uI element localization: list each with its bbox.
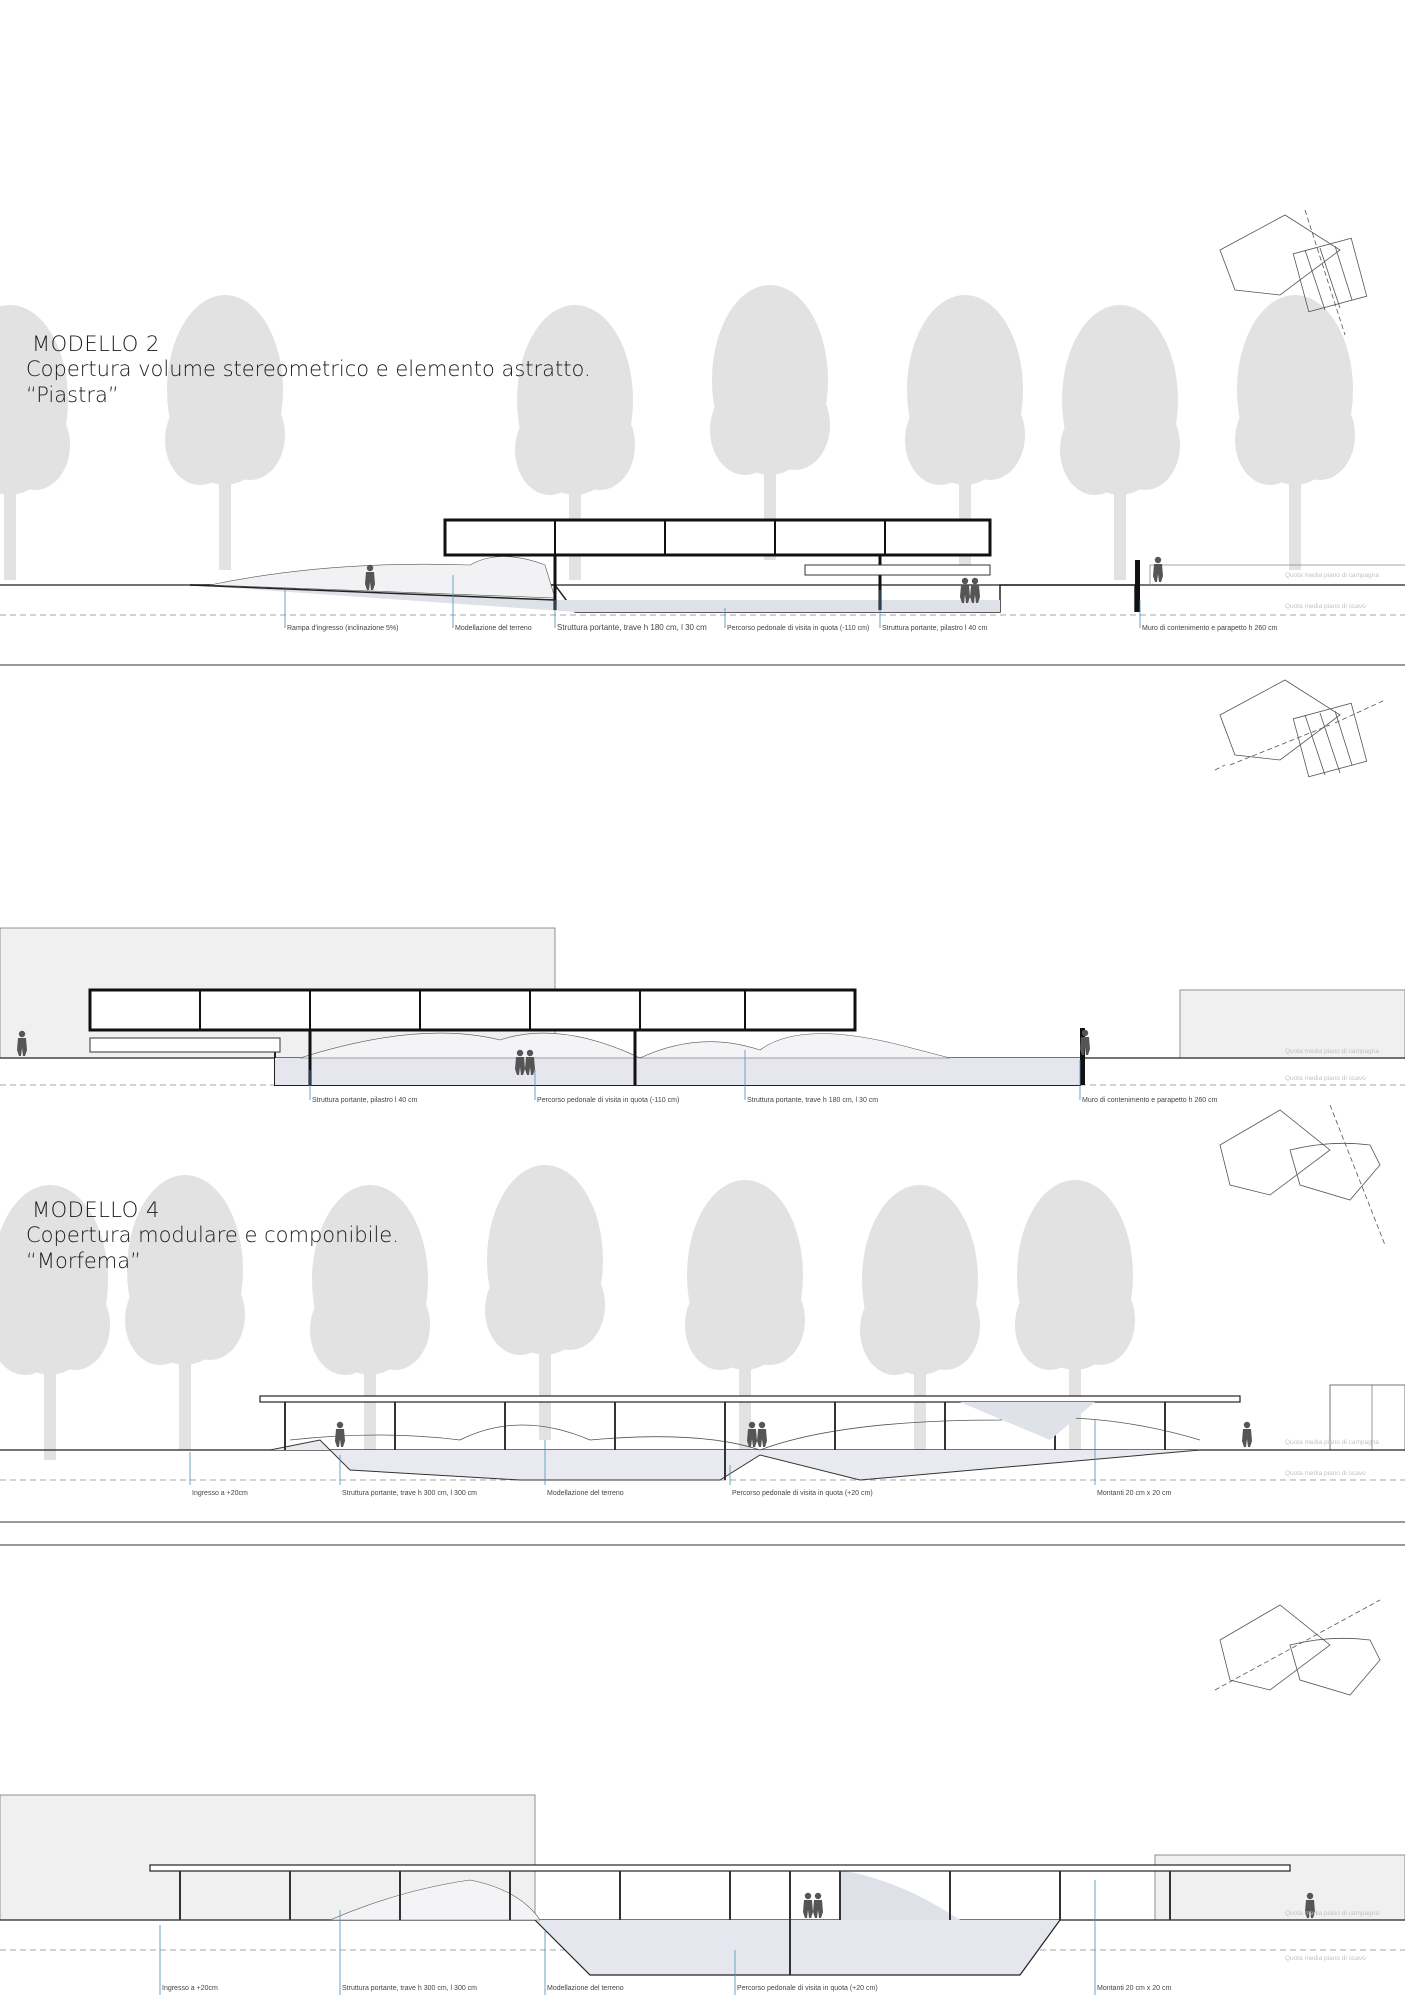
annotation-label: Muro di contenimento e parapetto h 260 c…	[1142, 625, 1278, 632]
annotation-label: Percorso pedonale di visita in quota (-1…	[727, 625, 870, 632]
key-plan-2	[1214, 679, 1386, 778]
model-number: MODELLO 2	[32, 332, 160, 356]
annotation-label: Montanti 20 cm x 20 cm	[1097, 1490, 1172, 1497]
annotation-label: Struttura portante, trave h 300 cm, l 30…	[342, 1985, 478, 1992]
model-name: “Piastra”	[26, 383, 119, 407]
annotation-label: Struttura portante, pilastro l 40 cm	[312, 1097, 418, 1104]
model-subtitle: Copertura modulare e componibile.	[26, 1223, 399, 1247]
annotation-label: Modellazione del terreno	[547, 1985, 624, 1992]
annotation-label: Struttura portante, pilastro l 40 cm	[882, 625, 988, 632]
key-plan-4	[1214, 1599, 1381, 1696]
model-number: MODELLO 4	[32, 1198, 160, 1222]
section-1	[0, 209, 1405, 666]
annotation-label: Modellazione del terreno	[455, 625, 532, 632]
level-label: Quota media piano di campagna	[1285, 1910, 1379, 1917]
key-plan-1	[1219, 209, 1368, 336]
model-4-title: MODELLO 4 Copertura modulare e componibi…	[26, 1198, 399, 1274]
level-label: Quota media piano di scavo	[1285, 603, 1366, 610]
level-label: Quota media piano di scavo	[1285, 1955, 1366, 1962]
level-label: Quota media piano di campagna	[1285, 1439, 1379, 1446]
annotation-label: Struttura portante, trave h 300 cm, l 30…	[342, 1490, 478, 1497]
level-label: Quota media piano di campagna	[1285, 572, 1379, 579]
model-name: “Morfema”	[26, 1249, 141, 1273]
annotation-label: Modellazione del terreno	[547, 1490, 624, 1497]
level-label: Quota media piano di scavo	[1285, 1470, 1366, 1477]
level-label: Quota media piano di campagna	[1285, 1048, 1379, 1055]
annotation-label: Rampa d'ingresso (inclinazione 5%)	[287, 625, 399, 632]
model-2-title: MODELLO 2 Copertura volume stereometrico…	[26, 332, 591, 408]
key-plan-3	[1219, 1104, 1386, 1246]
annotation-label: Struttura portante, trave h 180 cm, l 30…	[747, 1097, 879, 1104]
annotation-label: Montanti 20 cm x 20 cm	[1097, 1985, 1172, 1992]
annotation-label: Muro di contenimento e parapetto h 260 c…	[1082, 1097, 1218, 1104]
section-4	[0, 1599, 1405, 1995]
annotation-label: Struttura portante, trave h 180 cm, l 30…	[557, 623, 707, 632]
section-3	[0, 1104, 1405, 1546]
annotation-label: Ingresso a +20cm	[192, 1490, 248, 1497]
section-2	[0, 679, 1405, 1100]
annotation-label: Ingresso a +20cm	[162, 1985, 218, 1992]
annotation-label: Percorso pedonale di visita in quota (+2…	[732, 1490, 873, 1497]
level-label: Quota media piano di scavo	[1285, 1075, 1366, 1082]
annotation-label: Percorso pedonale di visita in quota (+2…	[737, 1985, 878, 1992]
model-subtitle: Copertura volume stereometrico e element…	[26, 357, 591, 381]
annotation-label: Percorso pedonale di visita in quota (-1…	[537, 1097, 680, 1104]
